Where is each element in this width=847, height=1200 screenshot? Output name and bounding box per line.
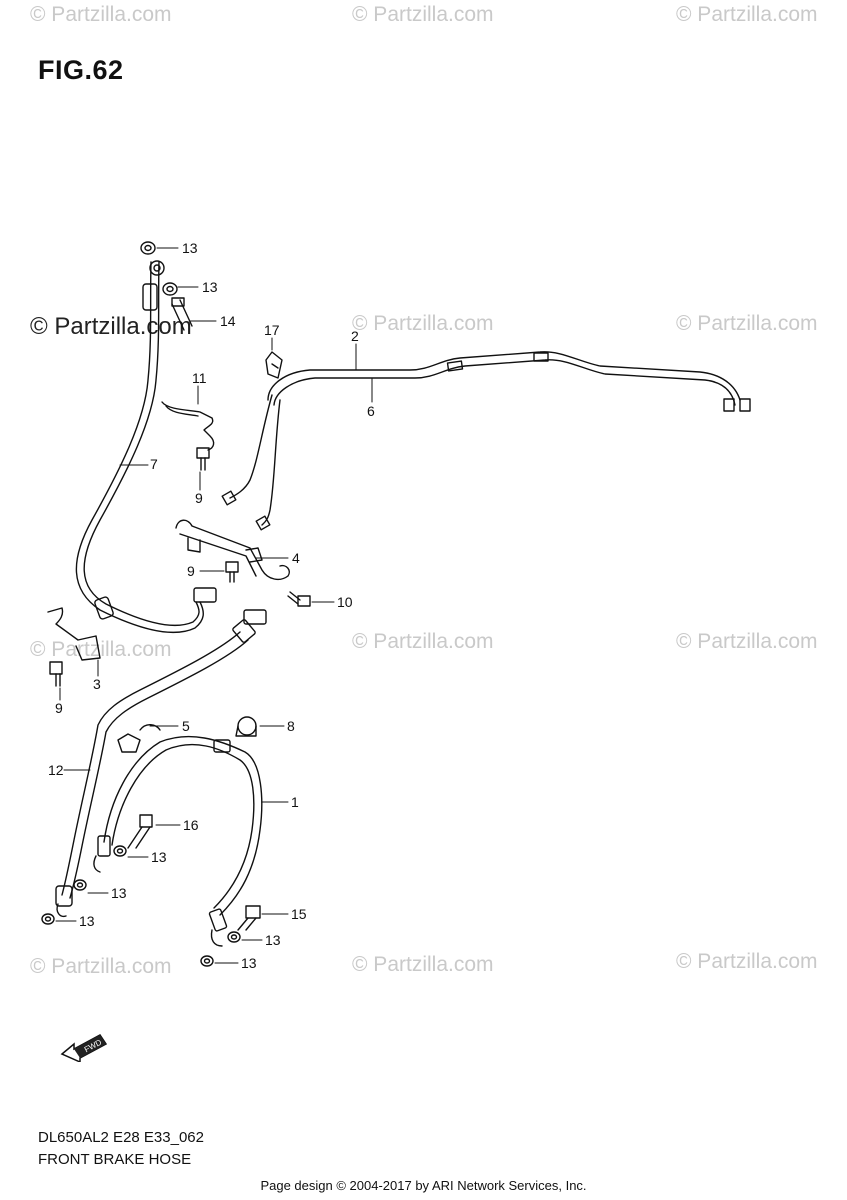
part-11-bracket [161, 401, 215, 451]
part-12-brake-hose [55, 619, 256, 918]
part-4-bracket [175, 519, 290, 581]
part-17-clamp [265, 351, 283, 379]
part-7-brake-hose [75, 260, 204, 634]
part-5-bracket [117, 724, 161, 753]
callout-13: 13 [241, 955, 257, 971]
part-9-bolt [49, 661, 63, 687]
callout-6: 6 [367, 403, 375, 419]
part-1-brake-hose [93, 735, 263, 947]
callout-12: 12 [48, 762, 64, 778]
callout-13: 13 [202, 279, 218, 295]
watermark: © Partzilla.com [30, 3, 172, 26]
callout-7: 7 [150, 456, 158, 472]
watermark: © Partzilla.com [676, 312, 818, 335]
model-code: DL650AL2 E28 E33_062 [38, 1129, 204, 1146]
part-9-bolt [196, 447, 210, 471]
part-16-bolt [127, 814, 153, 849]
fwd-arrow-icon: FWD [60, 1034, 108, 1062]
callout-15: 15 [291, 906, 307, 922]
callout-16: 16 [183, 817, 199, 833]
callout-13: 13 [182, 240, 198, 256]
part-3-bracket [47, 607, 101, 661]
watermark: © Partzilla.com [30, 638, 172, 661]
part-2-6-brake-pipe [221, 351, 751, 531]
callout-14: 14 [220, 313, 236, 329]
part-9-bolt [225, 561, 239, 583]
page-footer: Page design © 2004-2017 by ARI Network S… [260, 1178, 587, 1193]
grommet [193, 587, 267, 625]
figure-name: FRONT BRAKE HOSE [38, 1151, 192, 1168]
callout-13: 13 [111, 885, 127, 901]
part-14-bolt [171, 297, 193, 331]
watermark: © Partzilla.com [352, 953, 494, 976]
callout-10: 10 [337, 594, 353, 610]
watermark: © Partzilla.com [352, 312, 494, 335]
watermark: © Partzilla.com [352, 3, 494, 26]
callout-3: 3 [93, 676, 101, 692]
watermark: © Partzilla.com [676, 950, 818, 973]
callout-5: 5 [182, 718, 190, 734]
watermark: © Partzilla.com [676, 3, 818, 26]
watermark: © Partzilla.com [30, 955, 172, 978]
callout-17: 17 [264, 322, 280, 338]
watermark: © Partzilla.com [352, 630, 494, 653]
callout-2: 2 [351, 328, 359, 344]
figure-title: FIG.62 [38, 55, 124, 85]
callout-8: 8 [287, 718, 295, 734]
part-15-bolt [237, 905, 261, 931]
callout-13: 13 [79, 913, 95, 929]
callout-11: 11 [192, 370, 207, 386]
watermark: © Partzilla.com [676, 630, 818, 653]
callout-4: 4 [292, 550, 300, 566]
part-13-washer [41, 241, 241, 967]
watermark: © Partzilla.com [30, 313, 192, 340]
callout-13: 13 [265, 932, 281, 948]
callout-1: 1 [291, 794, 299, 810]
part-10-bolt [287, 591, 311, 607]
callout-9: 9 [195, 490, 203, 506]
callout-9: 9 [187, 563, 195, 579]
callout-13: 13 [151, 849, 167, 865]
part-8-clamp [235, 716, 257, 737]
callout-9: 9 [55, 700, 63, 716]
